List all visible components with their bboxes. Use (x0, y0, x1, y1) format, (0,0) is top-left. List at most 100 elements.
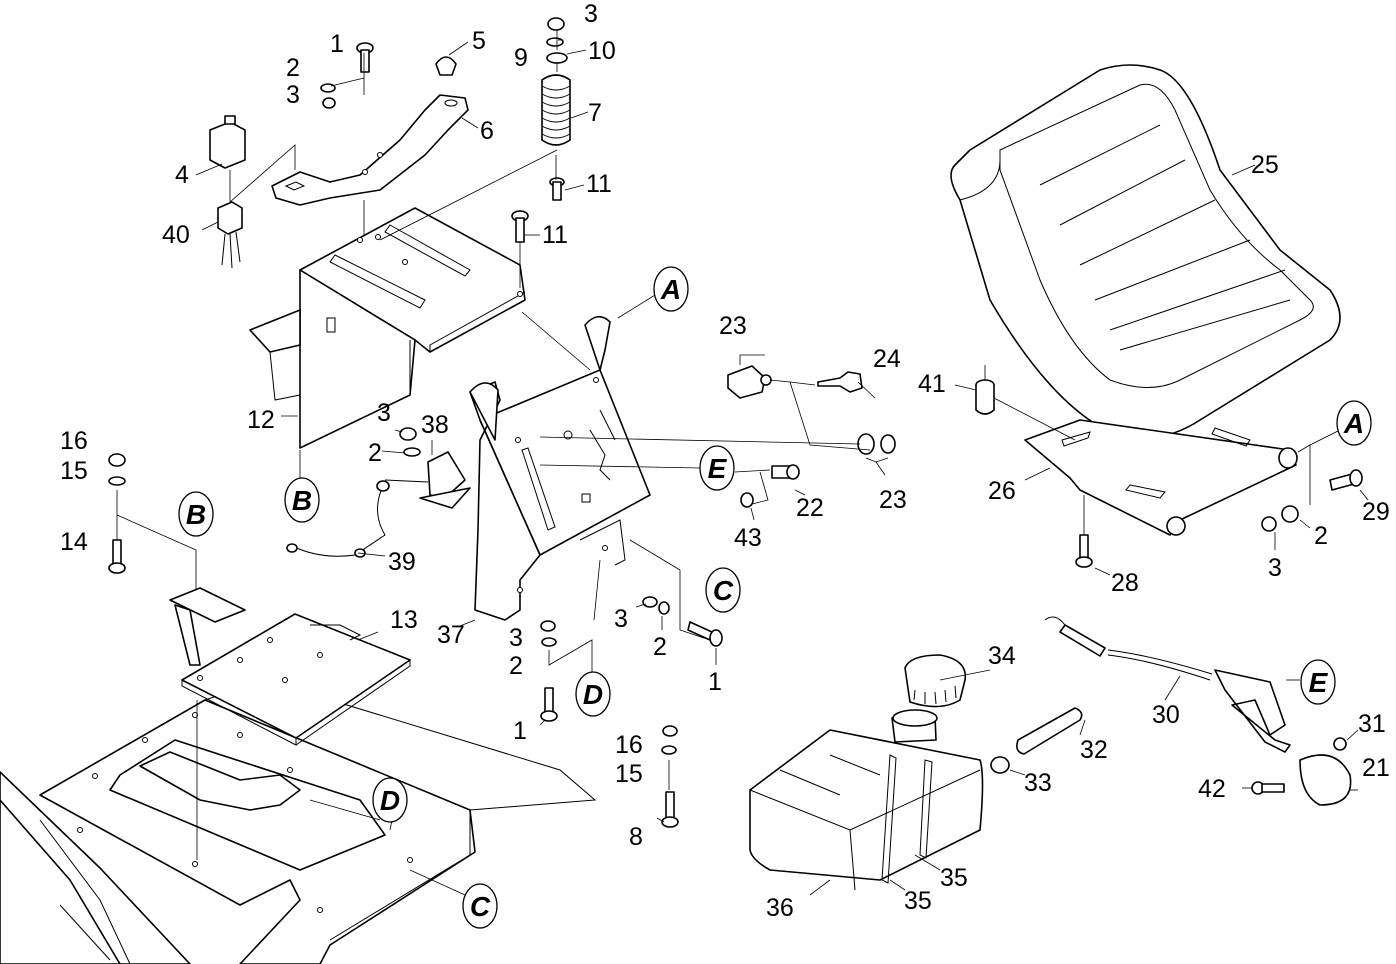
ref-marker: D (372, 777, 408, 823)
callout: 3 (377, 399, 391, 427)
fuel-tank-36 (749, 709, 984, 891)
nut-43 (740, 492, 754, 508)
callout: 13 (390, 606, 418, 634)
ref-marker: E (1300, 659, 1336, 705)
ref-label: E (1309, 667, 1329, 698)
callout: 2 (1314, 522, 1328, 550)
ref-label: D (380, 785, 400, 816)
ref-marker: D (575, 671, 611, 717)
callout: 30 (1152, 701, 1180, 729)
callout: 3 (286, 81, 300, 109)
callout: 24 (873, 345, 901, 373)
callout: 43 (734, 524, 762, 552)
key-24 (817, 371, 863, 393)
bolt-14 (108, 539, 126, 574)
bolt-1-low (540, 687, 558, 722)
bolt-42 (1251, 781, 1285, 795)
callout: 22 (796, 494, 824, 522)
washer-2-right (658, 601, 670, 615)
nut-3-right (642, 596, 658, 608)
ref-marker: C (462, 883, 498, 929)
ref-label: B (292, 485, 312, 516)
wire-harness-39 (286, 480, 390, 558)
seat-rail-26 (1024, 419, 1298, 536)
callout: 25 (1251, 151, 1279, 179)
throttle-knob-21 (1299, 754, 1352, 806)
nut-3-mid (399, 427, 417, 441)
ref-marker: E (699, 445, 735, 491)
tank-strap-35 (881, 754, 933, 884)
callout: 29 (1362, 498, 1390, 526)
callout: 33 (1024, 769, 1052, 797)
bolt-1-top (356, 42, 374, 73)
callout: 35 (904, 887, 932, 915)
washer-15-left (108, 476, 126, 486)
main-bracket-37 (469, 315, 651, 621)
callout: 36 (766, 894, 794, 922)
bolt-22 (771, 464, 800, 480)
nut-3-top (322, 97, 336, 109)
leader-lines (116, 30, 1369, 896)
callout: 12 (247, 406, 275, 434)
callout: 9 (514, 44, 528, 72)
callout: 3 (1268, 554, 1282, 582)
bolt-11 (511, 210, 529, 243)
nut-16-left (108, 453, 126, 467)
nut-16-low (662, 725, 678, 737)
callout: 3 (509, 624, 523, 652)
ref-label: D (583, 679, 603, 710)
callout: 4 (175, 161, 189, 189)
callout: 23 (879, 486, 907, 514)
callout: 11 (586, 170, 612, 198)
throttle-lever (1214, 669, 1291, 753)
ignition-switch-23 (727, 365, 772, 399)
callout: 3 (584, 0, 598, 28)
ref-label: A (660, 274, 681, 305)
ref-label: B (186, 499, 206, 530)
callout: 15 (615, 760, 643, 788)
callout: 21 (1362, 754, 1390, 782)
callout: 37 (437, 621, 465, 649)
callout: 28 (1111, 569, 1139, 597)
knob-5 (435, 56, 457, 76)
callout: 26 (988, 477, 1016, 505)
callout: 32 (1080, 736, 1108, 764)
callout: 34 (988, 642, 1016, 670)
callout: 16 (615, 731, 643, 759)
callout: 8 (629, 823, 643, 851)
fuel-cap-34 (904, 654, 967, 708)
callout: 11 (542, 221, 568, 249)
callout: 14 (60, 528, 88, 556)
hose-32 (1016, 707, 1083, 755)
callout: 2 (653, 633, 667, 661)
nut-23 (857, 433, 875, 455)
callout: 15 (60, 457, 88, 485)
callout: 5 (472, 27, 486, 55)
ref-label: A (1343, 408, 1364, 439)
ref-marker: B (178, 491, 214, 537)
callout: 42 (1198, 775, 1226, 803)
callout: 39 (388, 548, 416, 576)
bolt-8 (661, 791, 679, 828)
seat-25 (950, 64, 1341, 441)
washer-31 (1333, 737, 1347, 751)
ref-marker: C (705, 567, 741, 613)
mounting-plate (169, 587, 411, 746)
ref-label: C (470, 891, 491, 922)
washer-2-mid (403, 447, 421, 457)
washer-2-seat (1281, 505, 1299, 523)
spacer-41 (975, 379, 995, 415)
clamp-33 (990, 756, 1010, 774)
callout: 40 (162, 221, 190, 249)
callout: 2 (286, 54, 300, 82)
callout: 3 (614, 605, 628, 633)
chassis-frame (0, 679, 597, 964)
callouts: 1 2 3 5 3 9 10 7 6 4 40 11 11 12 3 38 2 … (60, 0, 1390, 922)
callout: 38 (421, 411, 449, 439)
seat-switch-4 (209, 115, 246, 169)
switch-38 (384, 451, 471, 509)
bolt-28 (1075, 534, 1093, 568)
nut-3-low (540, 620, 556, 632)
callout: 1 (513, 717, 527, 745)
